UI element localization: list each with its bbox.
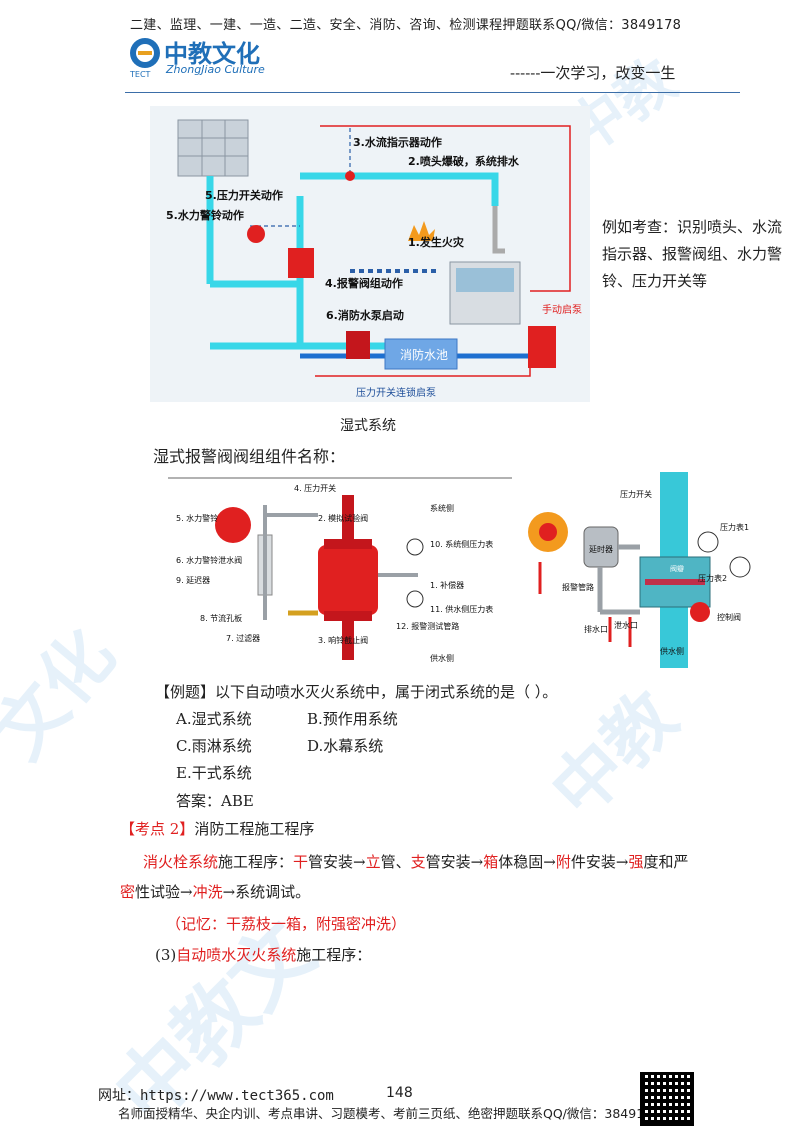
hydrant-procedure-line1: 消火栓系统施工程序：干管安装→立管、支管安装→箱体稳固→附件安装→强度和严 bbox=[143, 851, 688, 872]
text: 管、 bbox=[380, 853, 411, 871]
footer-promo-line: 名师面授精华、央企内训、考点串讲、习题模考、考前三页纸、绝密押题联系QQ/微信：… bbox=[118, 1106, 661, 1121]
label-bell-stop-valve: 3. 响铃截止阀 bbox=[318, 635, 368, 645]
text-red: 箱 bbox=[483, 853, 499, 871]
hydrant-procedure-line2: 密性试验→冲洗→系统调试。 bbox=[120, 881, 310, 902]
label-delayer: 延时器 bbox=[589, 544, 613, 554]
text-red: 消火栓系统 bbox=[143, 853, 219, 871]
text: →系统调试。 bbox=[222, 883, 311, 901]
label-pressure-switch: 5.压力开关动作 bbox=[205, 188, 283, 202]
label-supply-side: 供水侧 bbox=[430, 653, 454, 663]
header-promo-line: 二建、监理、一建、一造、二造、安全、消防、咨询、检测课程押题联系QQ/微信：38… bbox=[130, 18, 682, 33]
option-b: B.预作用系统 bbox=[307, 710, 398, 728]
label-delay-chamber: 9. 延迟器 bbox=[176, 575, 210, 585]
text: (3) bbox=[155, 946, 177, 964]
side-note: 例如考查：识别喷头、水流指示器、报警阀组、水力警铃、压力开关等 bbox=[602, 218, 783, 290]
label-test-line: 12. 报警测试管路 bbox=[396, 621, 459, 631]
text-red: 附 bbox=[555, 853, 571, 871]
label-pressure-switch: 压力开关 bbox=[620, 489, 652, 499]
label-drain-outlet: 排水口 bbox=[584, 624, 608, 634]
label-valve-disc: 阀瓣 bbox=[670, 564, 684, 573]
label-bell-drain-valve: 6. 水力警铃泄水阀 bbox=[176, 555, 242, 565]
option-d: D.水幕系统 bbox=[307, 737, 384, 755]
option-a: A.湿式系统 bbox=[176, 710, 252, 728]
text-red: 立 bbox=[365, 853, 381, 871]
section-heading: 湿式报警阀阀组组件名称： bbox=[153, 447, 346, 466]
footer-url: 网址：https://www.tect365.com bbox=[98, 1088, 334, 1104]
option-c: C.雨淋系统 bbox=[176, 737, 252, 755]
kaodian-tag: 【考点 2】 bbox=[120, 820, 195, 838]
example-question: 【例题】以下自动喷水灭火系统中，属于闭式系统的是（ ）。 bbox=[155, 683, 558, 701]
logo-icon bbox=[130, 38, 160, 68]
label-filter: 7. 过滤器 bbox=[226, 633, 260, 643]
label-pump-start: 6.消防水泵启动 bbox=[326, 308, 404, 322]
logo-main-text: 中教文化 bbox=[164, 40, 260, 68]
option-e: E.干式系统 bbox=[176, 764, 252, 782]
header-divider bbox=[125, 92, 740, 93]
text-red: 冲洗 bbox=[192, 883, 223, 901]
label-alarm-line: 报警管路 bbox=[562, 582, 594, 592]
label-system-gauge: 10. 系统侧压力表 bbox=[430, 539, 493, 549]
label-supply-gauge: 11. 供水侧压力表 bbox=[430, 604, 493, 614]
label-gauge-1: 压力表1 bbox=[720, 522, 749, 532]
text: 度和严 bbox=[643, 853, 689, 871]
label-pressure-switch: 4. 压力开关 bbox=[294, 483, 336, 493]
text: 体稳固→ bbox=[498, 853, 556, 871]
answer: 答案：ABE bbox=[176, 792, 254, 810]
label-orifice: 8. 节流孔板 bbox=[200, 613, 242, 623]
text-red: 密 bbox=[120, 883, 136, 901]
label-head-burst: 2.喷头爆破，系统排水 bbox=[408, 154, 520, 168]
text-red: 自动喷水灭火系统 bbox=[176, 946, 297, 964]
label-water-bell: 5.水力警铃动作 bbox=[166, 208, 244, 222]
label-fire: 1.发生火灾 bbox=[408, 235, 465, 249]
text-red: 强 bbox=[628, 853, 644, 871]
label-gauge-2: 压力表2 bbox=[698, 573, 727, 583]
label-relief-outlet: 泄水口 bbox=[614, 620, 638, 630]
wet-system-diagram: 消防水池 3.水流指示器动作 2.喷头爆破，系统排水 5.压力开关动作 5.水力… bbox=[150, 106, 590, 402]
logo-sub-text: ZhongJiao Culture bbox=[166, 63, 265, 76]
alarm-valve-section: 压力开关 压力表1 延时器 报警管路 压力表2 排水口 泄水口 控制阀 供水侧 … bbox=[520, 472, 788, 668]
memo-line: （记忆：干荔枝一箱，附强密冲洗） bbox=[166, 915, 407, 933]
alarm-valve-diagram: 4. 压力开关 5. 水力警铃 2. 模拟试验阀 系统侧 6. 水力警铃泄水阀 … bbox=[168, 475, 512, 665]
text: 施工程序： bbox=[218, 853, 294, 871]
logo-tect-text: TECT bbox=[130, 70, 151, 79]
pool-label: 消防水池 bbox=[400, 347, 448, 362]
kaodian-heading: 【考点 2】消防工程施工程序 bbox=[120, 818, 314, 839]
label-compensator: 1. 补偿器 bbox=[430, 580, 464, 590]
label-linkage: 压力开关连锁启泵 bbox=[356, 386, 436, 399]
label-alarm-valve: 4.报警阀组动作 bbox=[325, 276, 403, 290]
text: 性试验→ bbox=[135, 883, 193, 901]
text: 管安装→ bbox=[425, 853, 484, 871]
text: 施工程序： bbox=[296, 946, 372, 964]
label-manual-start: 手动启泵 bbox=[542, 303, 582, 316]
sprinkler-procedure-heading: (3)自动喷水灭火系统施工程序： bbox=[155, 944, 371, 965]
label-water-flow-indicator: 3.水流指示器动作 bbox=[353, 135, 442, 149]
label-test-valve: 2. 模拟试验阀 bbox=[318, 513, 368, 523]
text: 管安装→ bbox=[308, 853, 366, 871]
logo: 中教文化 ZhongJiao Culture TECT bbox=[128, 34, 288, 82]
label-control-valve: 控制阀 bbox=[717, 612, 741, 622]
watermark: 文化 bbox=[0, 614, 131, 775]
text-red: 支 bbox=[410, 853, 426, 871]
label-water-bell: 5. 水力警铃 bbox=[176, 513, 218, 523]
page-number: 148 bbox=[386, 1085, 413, 1101]
kaodian-title: 消防工程施工程序 bbox=[194, 820, 315, 838]
slogan: ------一次学习，改变一生 bbox=[510, 64, 676, 82]
label-supply-side: 供水侧 bbox=[660, 646, 684, 656]
text: 件安装→ bbox=[570, 853, 629, 871]
qr-code-icon bbox=[640, 1072, 694, 1126]
figure-caption: 湿式系统 bbox=[340, 418, 396, 434]
label-system-side: 系统侧 bbox=[430, 503, 454, 513]
text-red: 干 bbox=[293, 853, 309, 871]
